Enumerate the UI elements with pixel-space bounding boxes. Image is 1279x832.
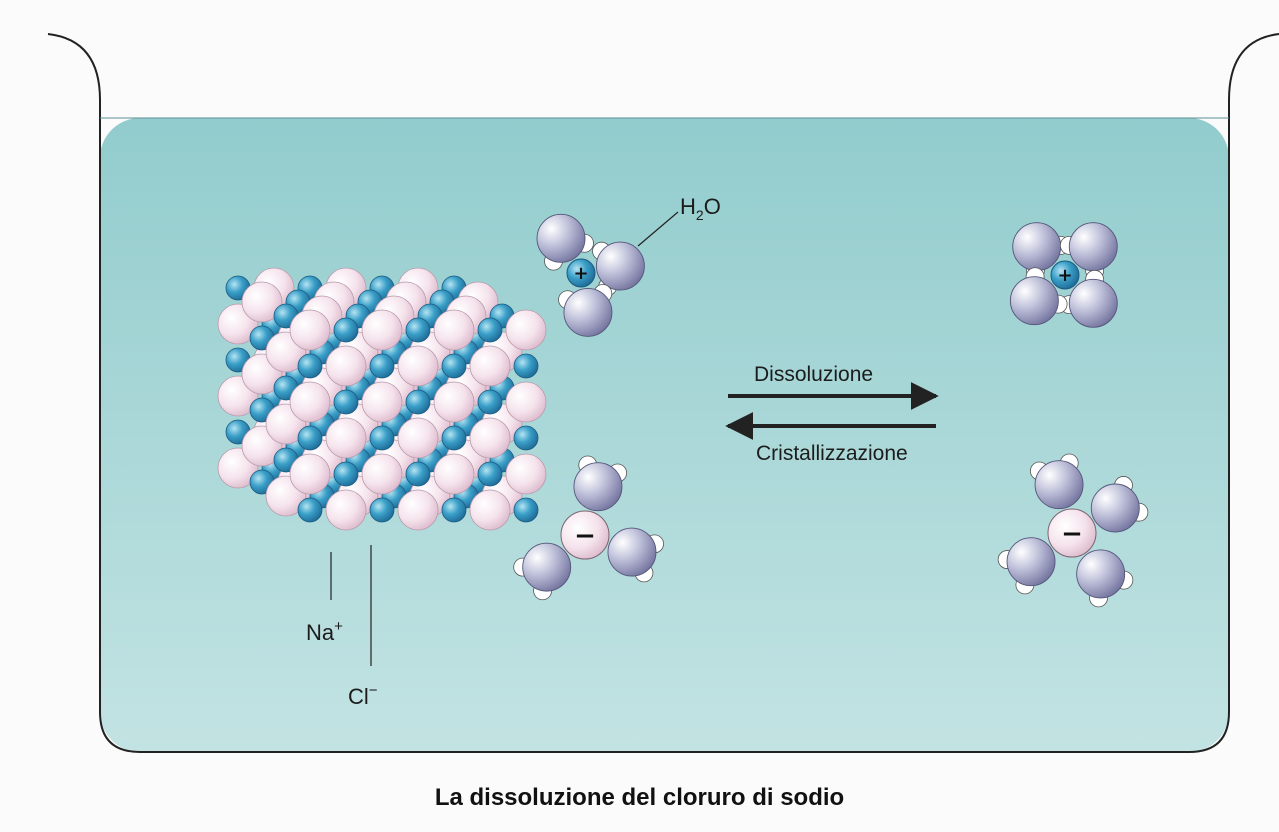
water-molecule bbox=[573, 455, 628, 512]
oxygen-atom bbox=[573, 462, 623, 512]
oxygen-atom bbox=[1006, 537, 1056, 587]
sodium-ion bbox=[1050, 260, 1080, 290]
hydrated-chloride-right: − bbox=[997, 453, 1149, 608]
oxygen-atom bbox=[1068, 222, 1118, 272]
oxygen-atom bbox=[607, 527, 657, 577]
chloride-ion bbox=[397, 489, 439, 531]
sodium-ion bbox=[513, 353, 539, 379]
hydrated-ions: + + − − bbox=[513, 213, 1149, 608]
sodium-ion bbox=[297, 353, 323, 379]
sodium-ion bbox=[477, 461, 503, 487]
chloride-ion bbox=[325, 417, 367, 459]
oxygen-atom bbox=[1076, 549, 1126, 599]
chloride-ion bbox=[241, 281, 283, 323]
water-pointer bbox=[637, 211, 679, 247]
oxygen-atom bbox=[1034, 460, 1084, 510]
hydrated-sodium-left: + bbox=[536, 213, 645, 337]
chloride-ion bbox=[289, 453, 331, 495]
sodium-label: Na+ bbox=[306, 618, 343, 645]
chloride-ion bbox=[505, 309, 547, 351]
oxygen-atom bbox=[1012, 222, 1062, 272]
chloride-ion bbox=[433, 453, 475, 495]
chloride-ion bbox=[505, 453, 547, 495]
sodium-ion bbox=[477, 317, 503, 343]
chloride-ion bbox=[1047, 508, 1097, 558]
sodium-ion bbox=[297, 497, 323, 523]
sodium-ion bbox=[513, 497, 539, 523]
chloride-ion bbox=[469, 345, 511, 387]
dissolution-label: Dissoluzione bbox=[754, 363, 873, 386]
chloride-ion bbox=[469, 417, 511, 459]
sodium-ion bbox=[513, 425, 539, 451]
sodium-ion bbox=[441, 497, 467, 523]
chloride-ion bbox=[325, 345, 367, 387]
sodium-ion bbox=[333, 317, 359, 343]
chloride-ion bbox=[289, 381, 331, 423]
sodium-ion bbox=[369, 497, 395, 523]
oxygen-atom bbox=[563, 287, 613, 337]
chloride-label: Cl− bbox=[348, 682, 378, 709]
oxygen-atom bbox=[1068, 278, 1118, 328]
sodium-ion bbox=[333, 389, 359, 415]
chloride-ion bbox=[505, 381, 547, 423]
oxygen-atom bbox=[536, 213, 586, 263]
chloride-ion bbox=[361, 453, 403, 495]
water-molecule bbox=[513, 542, 572, 601]
chloride-ion bbox=[433, 309, 475, 351]
chloride-ion bbox=[361, 381, 403, 423]
sodium-ion bbox=[441, 425, 467, 451]
water-molecule bbox=[1090, 476, 1149, 533]
chloride-ion bbox=[289, 309, 331, 351]
chloride-ion bbox=[397, 345, 439, 387]
hydrated-chloride-left: − bbox=[513, 455, 664, 601]
water-molecule bbox=[607, 527, 664, 583]
sodium-ion bbox=[369, 425, 395, 451]
negative-charge: − bbox=[1061, 519, 1083, 549]
chloride-ion bbox=[433, 381, 475, 423]
figure-caption: La dissoluzione del cloruro di sodio bbox=[434, 784, 845, 811]
water-molecule bbox=[997, 537, 1056, 595]
sodium-ion bbox=[441, 353, 467, 379]
sodium-ion bbox=[477, 389, 503, 415]
oxygen-atom bbox=[522, 542, 572, 592]
water-label: H2O bbox=[680, 194, 721, 223]
water-molecule bbox=[1029, 453, 1084, 510]
positive-charge: + bbox=[573, 263, 588, 284]
oxygen-atom bbox=[1090, 483, 1140, 533]
sodium-ion bbox=[405, 317, 431, 343]
sodium-ion bbox=[405, 389, 431, 415]
water-molecule bbox=[558, 284, 613, 337]
beaker-outline bbox=[47, 33, 1279, 753]
chloride-ion bbox=[325, 489, 367, 531]
chloride-ion bbox=[361, 309, 403, 351]
oxygen-atom bbox=[1009, 276, 1059, 326]
sodium-ion bbox=[405, 461, 431, 487]
chloride-ion bbox=[560, 510, 610, 560]
chloride-ion bbox=[469, 489, 511, 531]
sodium-ion bbox=[369, 353, 395, 379]
nacl-crystal-lattice bbox=[217, 267, 547, 531]
sodium-ion bbox=[333, 461, 359, 487]
water-molecule bbox=[1009, 267, 1068, 326]
sodium-ion bbox=[566, 258, 596, 288]
chloride-ion bbox=[397, 417, 439, 459]
crystallization-label: Cristallizzazione bbox=[756, 442, 908, 465]
positive-charge: + bbox=[1057, 265, 1072, 286]
oxygen-atom bbox=[595, 241, 645, 291]
water-molecule bbox=[536, 213, 594, 271]
sodium-ion bbox=[297, 425, 323, 451]
negative-charge: − bbox=[574, 521, 596, 551]
hydrated-sodium-right: + bbox=[1009, 222, 1118, 328]
water-molecule bbox=[1076, 549, 1134, 608]
